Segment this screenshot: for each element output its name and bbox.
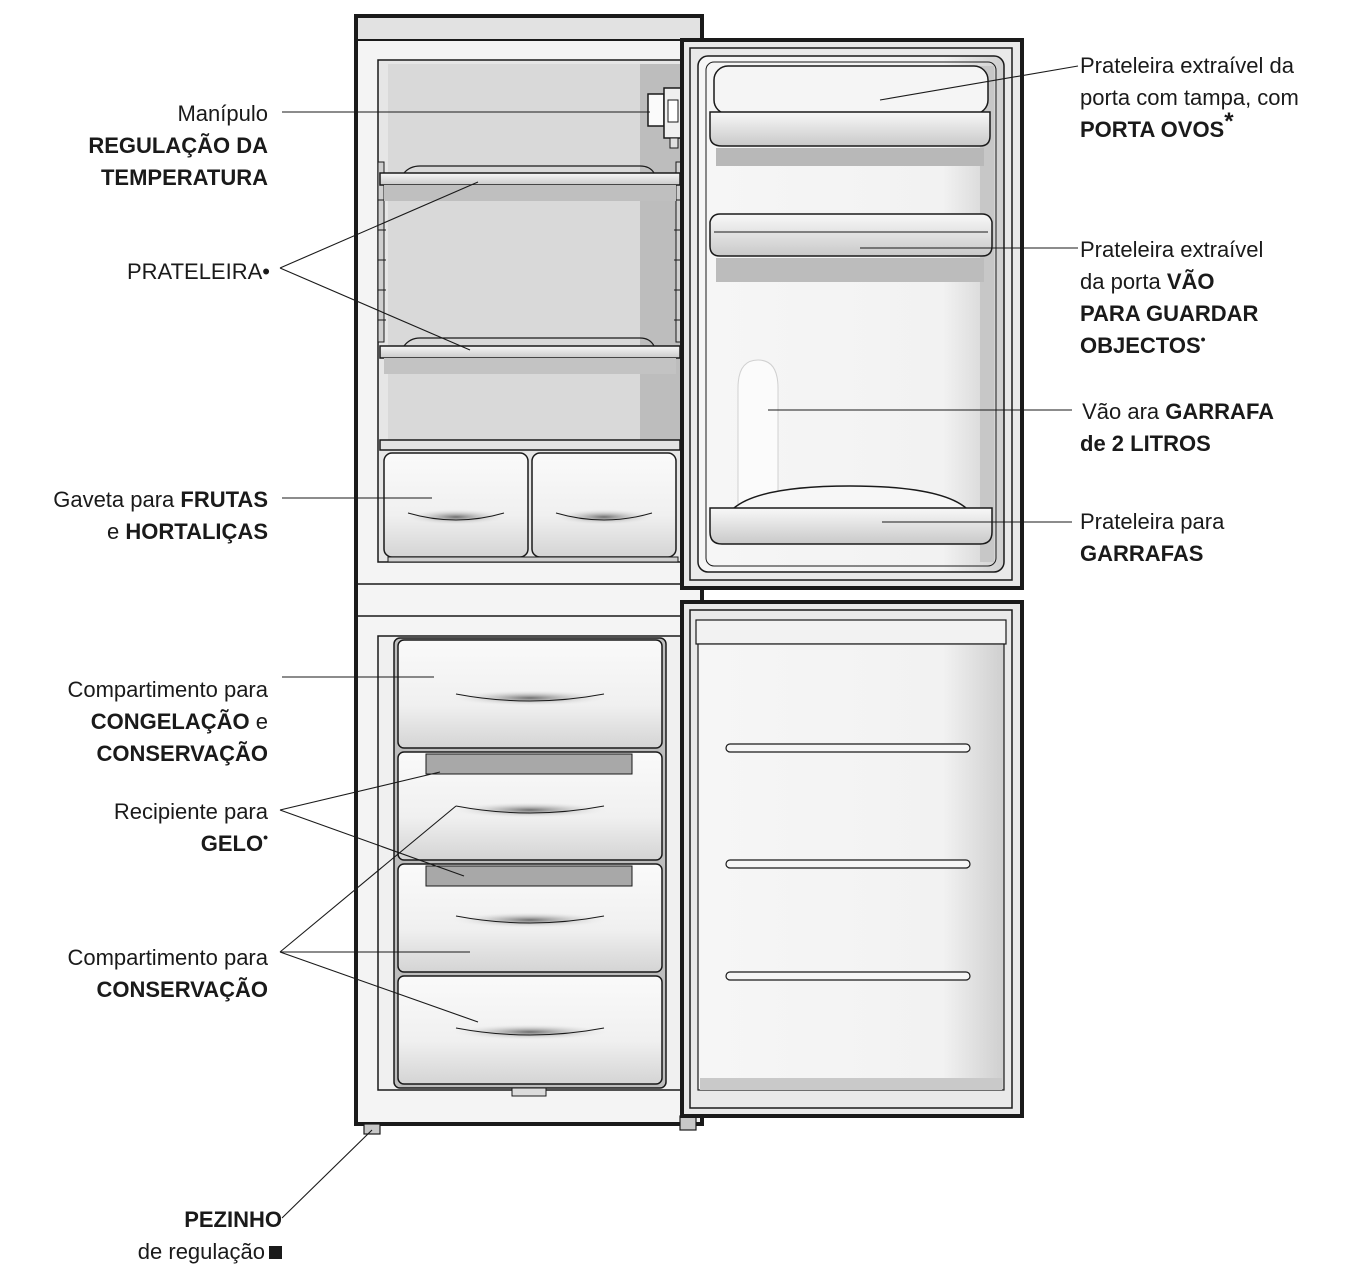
door-bottle-shelf[interactable]: [709, 485, 993, 545]
leader-ice-upper: [279, 771, 441, 811]
label-bottle2l-pre: Vão ara: [1076, 399, 1166, 424]
label-store-comp: Compartimento para CONSERVAÇÃO: [67, 942, 268, 1006]
label-store-comp-b1: CONSERVAÇÃO: [96, 977, 268, 1002]
label-freeze-comp-line1: Compartimento para: [67, 677, 268, 702]
square-mark-icon: [269, 1246, 282, 1259]
freezer-drawer-2[interactable]: [397, 751, 663, 861]
label-ice-mark: •: [263, 829, 268, 845]
leader-shelf-lower: [279, 267, 471, 351]
label-ice-b1: GELO: [200, 831, 264, 856]
label-shelf-text: PRATELEIRA: [126, 259, 263, 284]
thermostat-knob[interactable]: [647, 87, 685, 149]
label-storage-shelf-b1: VÃO: [1166, 269, 1215, 294]
door-storage-shelf[interactable]: [709, 213, 993, 282]
label-egg-shelf-line2: porta com tampa, com: [1080, 85, 1299, 110]
label-thermostat-line1: Manípulo: [177, 101, 268, 126]
crisper-drawer-right[interactable]: [531, 452, 677, 558]
freezer-door-rail-3: [725, 971, 971, 981]
label-shelf: PRATELEIRA•: [127, 256, 270, 288]
leader-egg-shelf: [879, 65, 1079, 101]
label-bottle-shelf-b1: GARRAFAS: [1080, 541, 1204, 566]
leader-foot: [281, 1129, 373, 1219]
leader-store-1: [279, 805, 457, 953]
crisper-drawer-left[interactable]: [383, 452, 529, 558]
freezer-door-rail-1: [725, 743, 971, 753]
label-freeze-comp-b2: CONSERVAÇÃO: [96, 741, 268, 766]
label-bottle2l: Vão ara GARRAFA de 2 LITROS: [1076, 396, 1274, 460]
freezer-drawer-3[interactable]: [397, 863, 663, 973]
leader-shelf-upper: [279, 181, 479, 269]
label-shelf-mark: •: [262, 259, 270, 284]
label-freeze-comp: Compartimento para CONGELAÇÃO e CONSERVA…: [67, 674, 268, 770]
label-thermostat-line3: TEMPERATURA: [100, 165, 268, 190]
label-storage-shelf: Prateleira extraível da porta VÃO PARA G…: [1080, 234, 1263, 364]
freezer-door[interactable]: [680, 600, 1024, 1118]
label-freeze-comp-mid: e: [249, 709, 268, 734]
glass-shelf-lower[interactable]: [379, 337, 681, 374]
label-egg-shelf-b1: PORTA OVOS: [1080, 117, 1225, 142]
label-storage-shelf-pre: da porta: [1080, 269, 1167, 294]
leader-store-3: [279, 951, 479, 1023]
label-thermostat-line2: REGULAÇÃO DA: [88, 133, 268, 158]
leader-lines: [279, 65, 1079, 1219]
label-storage-shelf-b2: PARA GUARDAR: [1080, 301, 1259, 326]
label-bottle-shelf: Prateleira para GARRAFAS: [1080, 506, 1224, 570]
label-bottle-shelf-line1: Prateleira para: [1080, 509, 1225, 534]
label-egg-shelf: Prateleira extraível da porta com tampa,…: [1080, 50, 1299, 146]
freezer-drawer-4[interactable]: [397, 975, 663, 1085]
label-crisper-b1: FRUTAS: [180, 487, 268, 512]
label-bottle2l-b2: de 2 LITROS: [1080, 431, 1211, 456]
label-storage-shelf-line1: Prateleira extraível: [1080, 237, 1264, 262]
label-crisper: Gaveta para FRUTAS e HORTALIÇAS: [53, 484, 268, 548]
crisper-cover-shelf: [379, 439, 681, 451]
leader-ice-lower: [279, 809, 465, 877]
freezer-door-rail-2: [725, 859, 971, 869]
adjustable-foot-left[interactable]: [363, 1123, 381, 1135]
label-storage-shelf-mark: •: [1200, 331, 1206, 347]
label-ice: Recipiente para GELO•: [114, 796, 268, 862]
label-egg-shelf-mark: *: [1224, 108, 1234, 135]
label-bottle2l-b1: GARRAFA: [1165, 399, 1275, 424]
adjustable-foot-right: [679, 1115, 697, 1131]
label-crisper-b2: HORTALIÇAS: [125, 519, 268, 544]
label-ice-line1: Recipiente para: [113, 799, 268, 824]
label-egg-shelf-line1: Prateleira extraível da: [1080, 53, 1294, 78]
freezer-drawer-1[interactable]: [397, 639, 663, 749]
label-foot: PEZINHO de regulação: [138, 1204, 282, 1268]
label-thermostat: Manípulo REGULAÇÃO DA TEMPERATURA: [88, 98, 268, 194]
label-freeze-comp-b1: CONGELAÇÃO: [90, 709, 250, 734]
label-foot-b1: PEZINHO: [184, 1207, 282, 1232]
label-crisper-mid: e: [107, 519, 126, 544]
door-egg-shelf[interactable]: [709, 65, 991, 166]
freezer-bottom-latch: [511, 1087, 547, 1097]
label-store-comp-line1: Compartimento para: [67, 945, 268, 970]
label-storage-shelf-b3: OBJECTOS: [1080, 333, 1201, 358]
label-crisper-pre: Gaveta para: [53, 487, 181, 512]
bottle-2l-recess: [737, 359, 779, 521]
label-foot-line2: de regulação: [137, 1239, 265, 1264]
